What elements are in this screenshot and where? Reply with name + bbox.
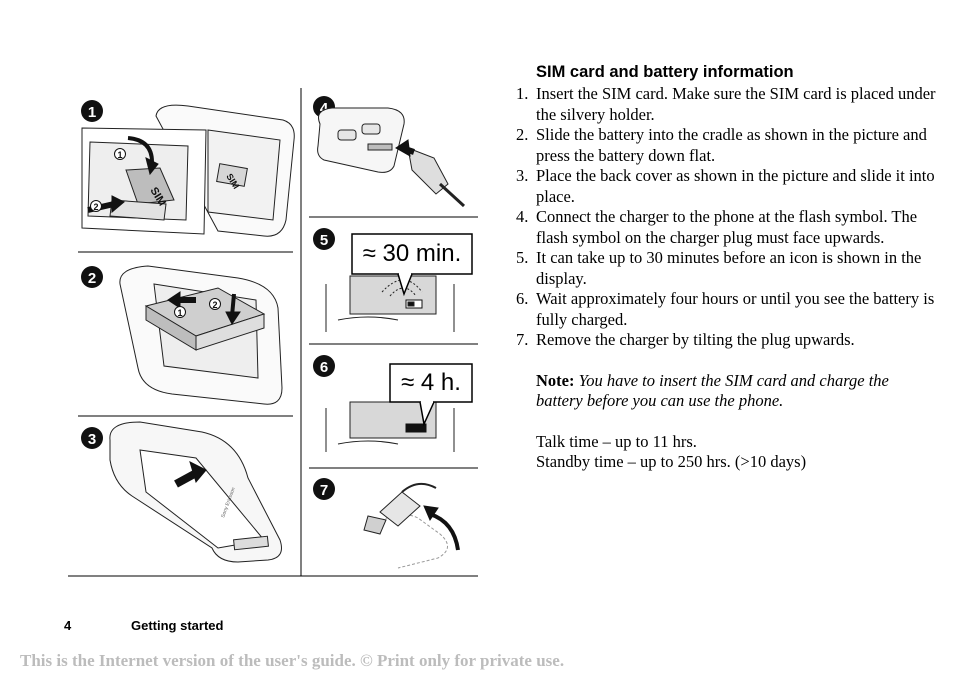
step-3-badge: 3 bbox=[81, 427, 103, 449]
step-item: 1. Insert the SIM card. Make sure the SIM… bbox=[516, 84, 936, 125]
setup-illustration: 1 2 3 4 5 6 7 bbox=[68, 88, 480, 578]
callout-4-h: ≈ 4 h. bbox=[389, 363, 473, 427]
step-text: Slide the battery into the cradle as sho… bbox=[536, 125, 927, 165]
step-item: 5. It can take up to 30 minutes before an… bbox=[516, 248, 936, 289]
step-number: 1. bbox=[516, 84, 529, 103]
page-number: 4 bbox=[64, 618, 72, 633]
standby-time: Standby time – up to 250 hrs. (>10 days) bbox=[536, 452, 807, 471]
step-text: Place the back cover as shown in the pic… bbox=[536, 166, 935, 206]
step-text: Insert the SIM card. Make sure the SIM c… bbox=[536, 84, 936, 124]
instructions-column: SIM card and battery information 1. Inser… bbox=[516, 62, 936, 473]
svg-text:1: 1 bbox=[177, 308, 182, 318]
step-item: 2. Slide the battery into the cradle as s… bbox=[516, 125, 936, 166]
step-number: 3. bbox=[516, 166, 529, 185]
svg-text:1: 1 bbox=[88, 104, 96, 121]
step-3-back-cover: Sony Ericsson bbox=[109, 421, 282, 563]
step-2-battery-insertion bbox=[119, 265, 283, 405]
callout-30-min: ≈ 30 min. bbox=[351, 233, 473, 297]
step-text: Remove the charger by tilting the plug u… bbox=[536, 330, 855, 349]
sub-marker-2: 2 bbox=[209, 298, 221, 310]
step-item: 3. Place the back cover as shown in the p… bbox=[516, 166, 936, 207]
step-5-display bbox=[325, 275, 455, 332]
step-6-display bbox=[325, 401, 455, 452]
step-7-remove-charger bbox=[363, 482, 460, 569]
note-paragraph: Note: You have to insert the SIM card an… bbox=[536, 371, 936, 412]
step-number: 4. bbox=[516, 207, 529, 226]
step-4-charger-connection bbox=[317, 107, 466, 208]
step-number: 5. bbox=[516, 248, 529, 267]
step-item: 7. Remove the charger by tilting the plug… bbox=[516, 330, 936, 351]
svg-text:1: 1 bbox=[117, 150, 122, 160]
svg-text:2: 2 bbox=[93, 202, 98, 212]
step-item: 6. Wait approximately four hours or until… bbox=[516, 289, 936, 330]
svg-text:2: 2 bbox=[88, 270, 96, 287]
svg-text:2: 2 bbox=[212, 300, 217, 310]
watermark-text: This is the Internet version of the user… bbox=[20, 651, 565, 670]
step-number: 7. bbox=[516, 330, 529, 349]
talk-time: Talk time – up to 11 hrs. bbox=[536, 431, 697, 451]
step-item: 4. Connect the charger to the phone at th… bbox=[516, 207, 936, 248]
svg-text:≈ 4 h.: ≈ 4 h. bbox=[401, 369, 461, 396]
sub-marker-1: 1 bbox=[114, 148, 126, 160]
svg-text:7: 7 bbox=[320, 482, 328, 499]
step-7-badge: 7 bbox=[313, 478, 335, 500]
step-text: Connect the charger to the phone at the … bbox=[536, 207, 918, 247]
section-title: Getting started bbox=[131, 618, 224, 633]
svg-text:3: 3 bbox=[88, 431, 96, 448]
step-2-badge: 2 bbox=[81, 266, 103, 288]
step-6-badge: 6 bbox=[313, 355, 335, 377]
step-1-sim-insertion bbox=[81, 104, 295, 237]
svg-text:≈ 30 min.: ≈ 30 min. bbox=[363, 240, 462, 267]
note-text: You have to insert the SIM card and char… bbox=[536, 370, 889, 411]
section-heading: SIM card and battery information bbox=[536, 63, 794, 81]
step-text: It can take up to 30 minutes before an i… bbox=[536, 248, 922, 288]
svg-text:5: 5 bbox=[320, 232, 328, 249]
svg-text:4: 4 bbox=[320, 100, 329, 117]
svg-text:6: 6 bbox=[320, 359, 328, 376]
step-5-badge: 5 bbox=[313, 228, 335, 250]
step-number: 2. bbox=[516, 125, 529, 144]
step-number: 6. bbox=[516, 289, 529, 308]
sub-marker-2: 2 bbox=[90, 200, 102, 212]
step-list: 1. Insert the SIM card. Make sure the SIM… bbox=[516, 84, 936, 351]
note-label: Note: bbox=[536, 370, 575, 390]
step-1-badge: 1 bbox=[81, 100, 103, 122]
sub-marker-1: 1 bbox=[174, 306, 186, 318]
step-text: Wait approximately four hours or until y… bbox=[536, 289, 935, 329]
